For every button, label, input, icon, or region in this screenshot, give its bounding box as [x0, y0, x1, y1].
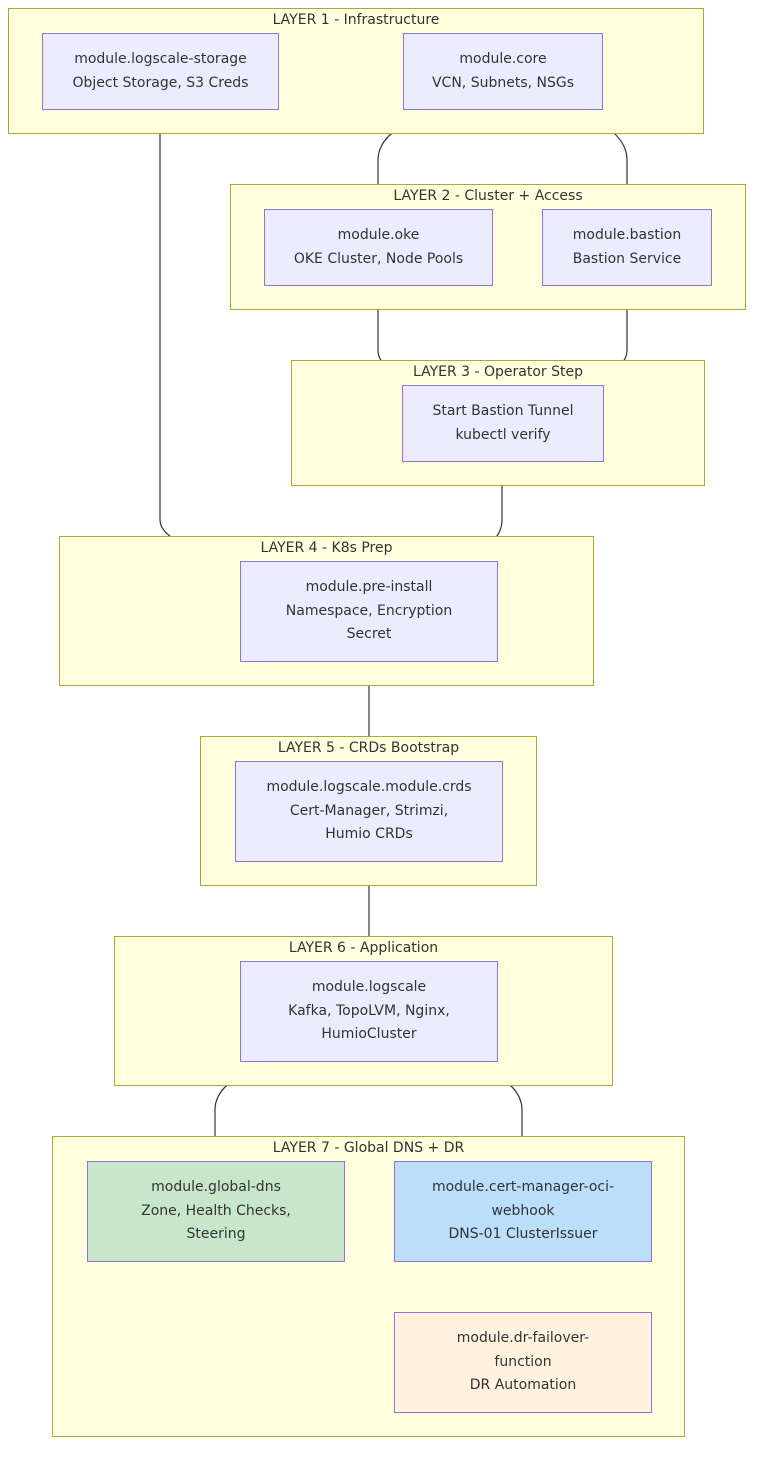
layer-title: LAYER 2 - Cluster + Access [393, 188, 583, 204]
node-bastion[interactable]: module.bastion Bastion Service [542, 209, 712, 286]
node-logscale-storage[interactable]: module.logscale-storage Object Storage, … [42, 33, 279, 110]
node-global-dns[interactable]: module.global-dns Zone, Health Checks, S… [87, 1161, 345, 1262]
node-oke[interactable]: module.oke OKE Cluster, Node Pools [264, 209, 493, 286]
layer-title: LAYER 4 - K8s Prep [260, 540, 393, 556]
node-title: module.global-dns [151, 1179, 281, 1196]
node-detail: Kafka, TopoLVM, Nginx, [288, 1002, 450, 1019]
node-detail: Namespace, Encryption [285, 602, 453, 619]
layer-title: LAYER 7 - Global DNS + DR [272, 1140, 465, 1156]
node-title: module.pre-install [305, 579, 433, 596]
node-title: module.oke [337, 227, 420, 243]
node-title: webhook [491, 1202, 555, 1219]
node-title: Start Bastion Tunnel [432, 403, 574, 419]
node-detail: Bastion Service [572, 250, 682, 267]
node-title: function [494, 1353, 552, 1370]
node-core[interactable]: module.core VCN, Subnets, NSGs [403, 33, 603, 110]
node-pre-install[interactable]: module.pre-install Namespace, Encryption… [240, 561, 498, 662]
node-title: module.bastion [572, 227, 682, 243]
node-title: module.dr-failover- [456, 1330, 590, 1347]
node-dr-failover[interactable]: module.dr-failover- function DR Automati… [394, 1312, 652, 1413]
edge-logscale-storage-to-pre-install [159, 110, 241, 566]
layer-title: LAYER 6 - Application [288, 940, 439, 956]
node-detail: DR Automation [469, 1377, 577, 1394]
node-detail: kubectl verify [455, 426, 551, 443]
node-cert-manager-webhook[interactable]: module.cert-manager-oci- webhook DNS-01 … [394, 1161, 652, 1262]
node-detail: Secret [346, 626, 392, 643]
node-crds[interactable]: module.logscale.module.crds Cert-Manager… [235, 761, 503, 862]
layer-title: LAYER 1 - Infrastructure [272, 12, 440, 28]
node-detail: Cert-Manager, Strimzi, [289, 802, 449, 819]
node-detail: VCN, Subnets, NSGs [431, 74, 575, 91]
node-detail: Zone, Health Checks, [141, 1202, 291, 1219]
node-detail: HumioCluster [321, 1026, 417, 1043]
node-title: module.logscale [311, 979, 427, 996]
node-detail: Object Storage, S3 Creds [72, 74, 249, 91]
node-detail: Steering [186, 1226, 246, 1243]
node-detail: OKE Cluster, Node Pools [293, 250, 464, 267]
node-title: module.logscale.module.crds [266, 779, 472, 796]
node-title: module.logscale-storage [74, 51, 247, 67]
node-title: module.cert-manager-oci- [431, 1179, 615, 1196]
node-logscale[interactable]: module.logscale Kafka, TopoLVM, Nginx, H… [240, 961, 498, 1062]
node-detail: DNS-01 ClusterIssuer [448, 1226, 598, 1243]
node-title: module.core [459, 51, 547, 67]
layer-title: LAYER 5 - CRDs Bootstrap [277, 740, 460, 756]
node-bastion-tunnel[interactable]: Start Bastion Tunnel kubectl verify [402, 385, 604, 462]
node-detail: Humio CRDs [325, 826, 413, 843]
layer-title: LAYER 3 - Operator Step [412, 364, 584, 380]
